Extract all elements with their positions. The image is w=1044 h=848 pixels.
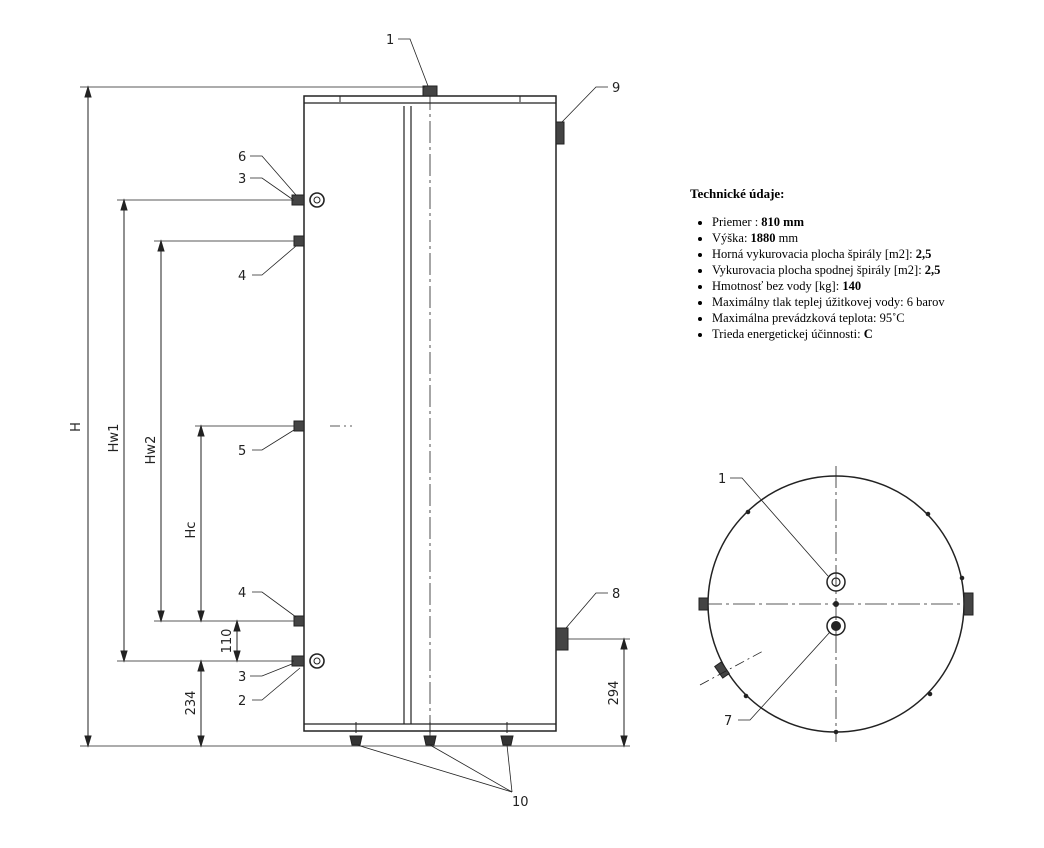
connection-4-upper [293, 235, 305, 247]
top-callout-7: 7 [724, 714, 732, 729]
callout-2: 2 [238, 694, 246, 709]
spec-item-max-pressure: Maximálny tlak teplej úžitkovej vody: 6 … [712, 294, 1030, 310]
spec-suffix: mm [775, 231, 799, 245]
spec-value: C [863, 327, 873, 341]
spec-item-energy-class: Trieda energetickej účinnosti: C [712, 326, 1030, 342]
specs-list: Priemer : 810 mm Výška: 1880 mm Horná vy… [690, 214, 1030, 342]
callout-3-upper: 3 [238, 172, 246, 187]
callout-4-upper: 4 [238, 269, 246, 284]
spec-value: 810 mm [761, 215, 804, 229]
spec-label: Maximálna prevádzková teplota: 95˚C [712, 311, 905, 325]
spec-label: Výška: [712, 231, 751, 245]
spec-label: Vykurovacia plocha spodnej špirály [m2]: [712, 263, 925, 277]
spec-value: 2,5 [915, 247, 932, 261]
spec-item-max-temperature: Maximálna prevádzková teplota: 95˚C [712, 310, 1030, 326]
dimension-Hc-label: Hc [184, 522, 199, 539]
connection-5 [293, 420, 305, 432]
foot-right [500, 722, 514, 746]
spec-label: Maximálny tlak teplej úžitkovej vody: 6 … [712, 295, 945, 309]
technical-specs: Technické údaje: Priemer : 810 mm Výška:… [690, 186, 1030, 342]
callout-5: 5 [238, 444, 246, 459]
spec-label: Priemer : [712, 215, 762, 229]
spec-value: 2,5 [924, 263, 941, 277]
connection-8 [555, 627, 569, 651]
specs-title: Technické údaje: [690, 186, 785, 201]
connection-9 [555, 121, 565, 145]
top-nozzle-7 [826, 616, 846, 636]
spec-item-height: Výška: 1880 mm [712, 230, 1030, 246]
spec-value: 1880 [750, 231, 776, 245]
dimension-H-label: H [69, 422, 84, 432]
connection-2 [291, 653, 325, 669]
callout-4-lower: 4 [238, 586, 246, 601]
spec-item-lower-coil: Vykurovacia plocha spodnej špirály [m2]:… [712, 262, 1030, 278]
dimension-110-label: 110 [220, 629, 235, 654]
foot-center [423, 722, 437, 746]
foot-left [349, 722, 363, 746]
top-view [698, 466, 974, 742]
top-nozzle [422, 85, 438, 97]
callout-3-lower: 3 [238, 670, 246, 685]
spec-value: 140 [842, 279, 862, 293]
spec-label: Trieda energetickej účinnosti: [712, 327, 864, 341]
spec-item-diameter: Priemer : 810 mm [712, 214, 1030, 230]
spec-label: Hmotnosť bez vody [kg]: [712, 279, 843, 293]
spec-label: Horná vykurovacia plocha špirály [m2]: [712, 247, 916, 261]
callout-9: 9 [612, 81, 620, 96]
callout-10: 10 [512, 795, 529, 810]
connection-4-lower [293, 615, 305, 627]
dimension-294-label: 294 [607, 681, 622, 706]
callout-6: 6 [238, 150, 246, 165]
top-nozzle-1 [826, 572, 846, 592]
callout-8: 8 [612, 587, 620, 602]
spec-item-weight: Hmotnosť bez vody [kg]: 140 [712, 278, 1030, 294]
side-view [80, 38, 630, 793]
dimension-Hw2-label: Hw2 [144, 436, 159, 465]
callout-1: 1 [386, 33, 394, 48]
dimension-Hw1-label: Hw1 [107, 424, 122, 453]
dimension-234-label: 234 [184, 691, 199, 716]
spec-item-upper-coil: Horná vykurovacia plocha špirály [m2]: 2… [712, 246, 1030, 262]
top-callout-1: 1 [718, 472, 726, 487]
connection-6 [291, 192, 325, 208]
